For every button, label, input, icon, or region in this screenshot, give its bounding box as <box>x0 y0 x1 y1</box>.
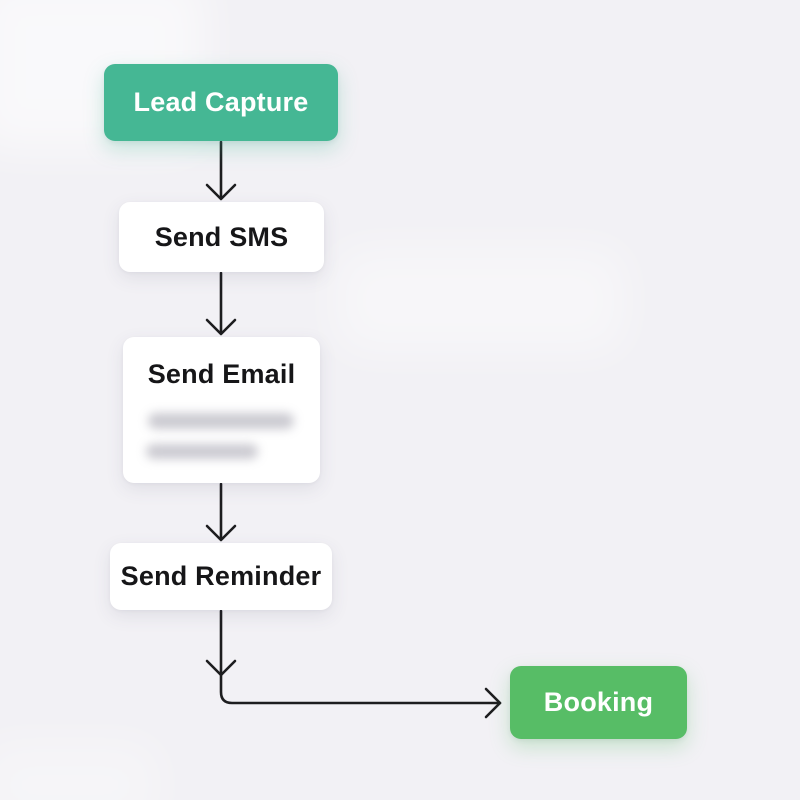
blurred-detail-line <box>148 413 294 429</box>
node-label: Send Reminder <box>120 561 322 591</box>
blurred-detail-line <box>146 444 258 459</box>
background-highlight-patch <box>0 740 160 800</box>
edge-line <box>219 609 502 705</box>
edge-lead-capture-to-send-sms <box>205 140 237 201</box>
node-send-reminder[interactable]: Send Reminder <box>110 543 332 610</box>
node-label: Send SMS <box>154 221 289 252</box>
edge-send-email-to-send-reminder <box>205 482 237 542</box>
node-label: Lead Capture <box>133 87 309 117</box>
arrowhead-down-icon <box>205 659 237 677</box>
node-label: Send Email <box>147 359 296 389</box>
edge-send-sms-to-send-email <box>205 271 237 336</box>
arrowhead-down-icon <box>205 524 237 542</box>
node-label: Booking <box>543 687 654 717</box>
arrowhead-down-icon <box>205 183 237 201</box>
node-send-sms[interactable]: Send SMS <box>119 202 324 272</box>
edge-send-reminder-to-booking <box>205 609 502 719</box>
node-lead-capture[interactable]: Lead Capture <box>104 64 338 141</box>
arrowhead-right-icon <box>484 687 502 719</box>
node-send-email[interactable]: Send Email <box>123 337 320 483</box>
background-highlight-patch <box>335 248 625 353</box>
node-booking[interactable]: Booking <box>510 666 687 739</box>
arrowhead-down-icon <box>205 318 237 336</box>
